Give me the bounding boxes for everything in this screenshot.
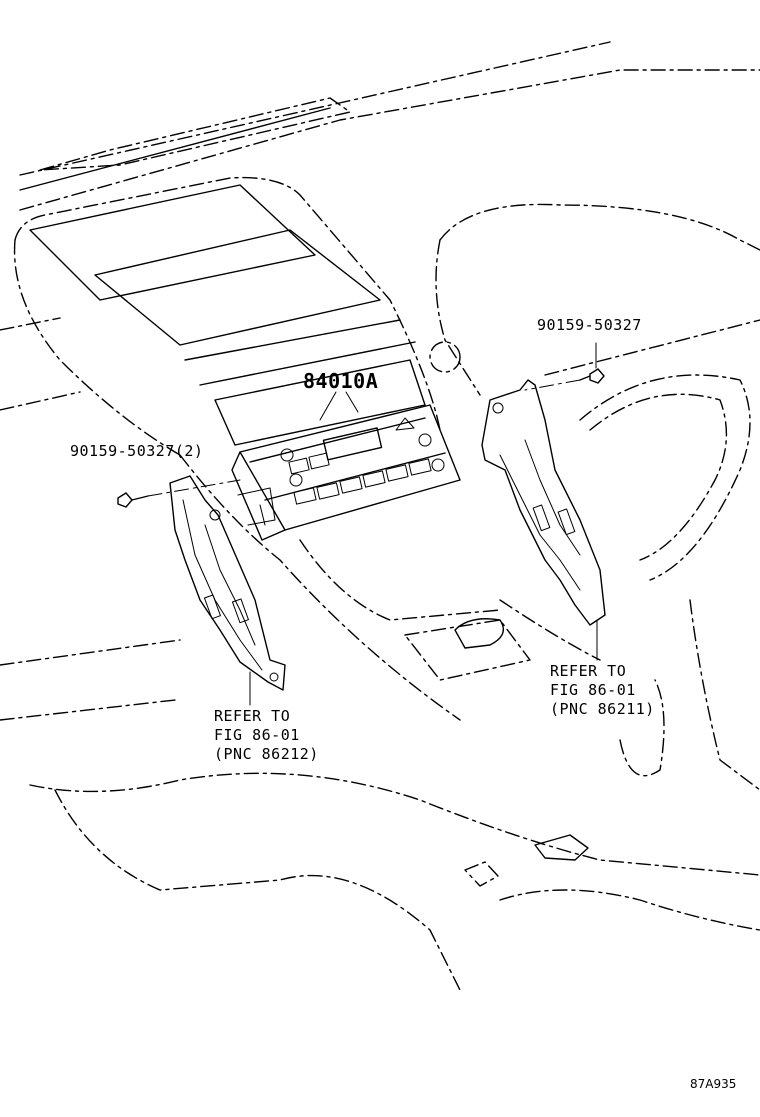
console-left-side — [13, 239, 181, 456]
ref-right-line-2: FIG 86-01 — [550, 681, 636, 699]
steering-wheel-inner — [589, 393, 728, 561]
floor-clip — [464, 861, 499, 887]
floor-bracket — [534, 834, 589, 861]
figure-code: 87A935 — [690, 1077, 737, 1091]
climate-control-panel — [231, 404, 461, 541]
seat-left — [54, 789, 461, 991]
ref-right-line-3: (PNC 86211) — [550, 700, 655, 718]
steering-hub — [435, 239, 481, 396]
dash-vent-line — [39, 97, 351, 171]
left-bracket — [169, 475, 286, 691]
dash-right-line — [544, 319, 760, 376]
leader-main-part-2 — [345, 391, 359, 413]
ref-left-line-1: REFER TO — [214, 707, 291, 725]
knob-circle — [429, 341, 461, 373]
leader-main-part — [319, 391, 337, 421]
tunnel-shifter-box — [404, 619, 531, 681]
bolt-left-part-number: 90159-50327(2) — [70, 442, 204, 460]
floor-line-2 — [0, 699, 176, 721]
tunnel-left — [299, 539, 501, 621]
bolt-left-icon — [117, 479, 241, 508]
ref-left-line-3: (PNC 86212) — [214, 745, 319, 763]
console-recess — [214, 359, 426, 446]
console-display — [94, 229, 381, 346]
dash-left-line — [0, 391, 81, 411]
dash-top-edge — [19, 41, 611, 176]
right-column-lower — [619, 679, 665, 777]
bolt-right-icon — [524, 368, 605, 391]
ref-right-line-1: REFER TO — [550, 662, 627, 680]
dash-mid-line — [0, 317, 61, 331]
dash-top-edge-2 — [19, 69, 760, 211]
console-inner-2 — [199, 341, 416, 386]
floor-line-1 — [0, 639, 181, 666]
right-panel — [689, 599, 760, 791]
shifter — [454, 618, 504, 649]
ref-left-line-2: FIG 86-01 — [214, 726, 300, 744]
console-inner-1 — [184, 319, 401, 361]
tunnel-right — [499, 599, 601, 661]
dash-top-inner — [19, 107, 331, 191]
steering-wheel-rim — [579, 374, 751, 581]
steering-shroud — [439, 203, 760, 251]
console-display-frame — [29, 184, 316, 301]
console-lower — [179, 454, 461, 721]
floor-curve — [29, 772, 760, 876]
right-bracket — [481, 379, 606, 626]
bolt-right-part-number: 90159-50327 — [537, 316, 642, 334]
main-part-number: 84010A — [303, 369, 379, 393]
seat-right — [499, 889, 760, 931]
